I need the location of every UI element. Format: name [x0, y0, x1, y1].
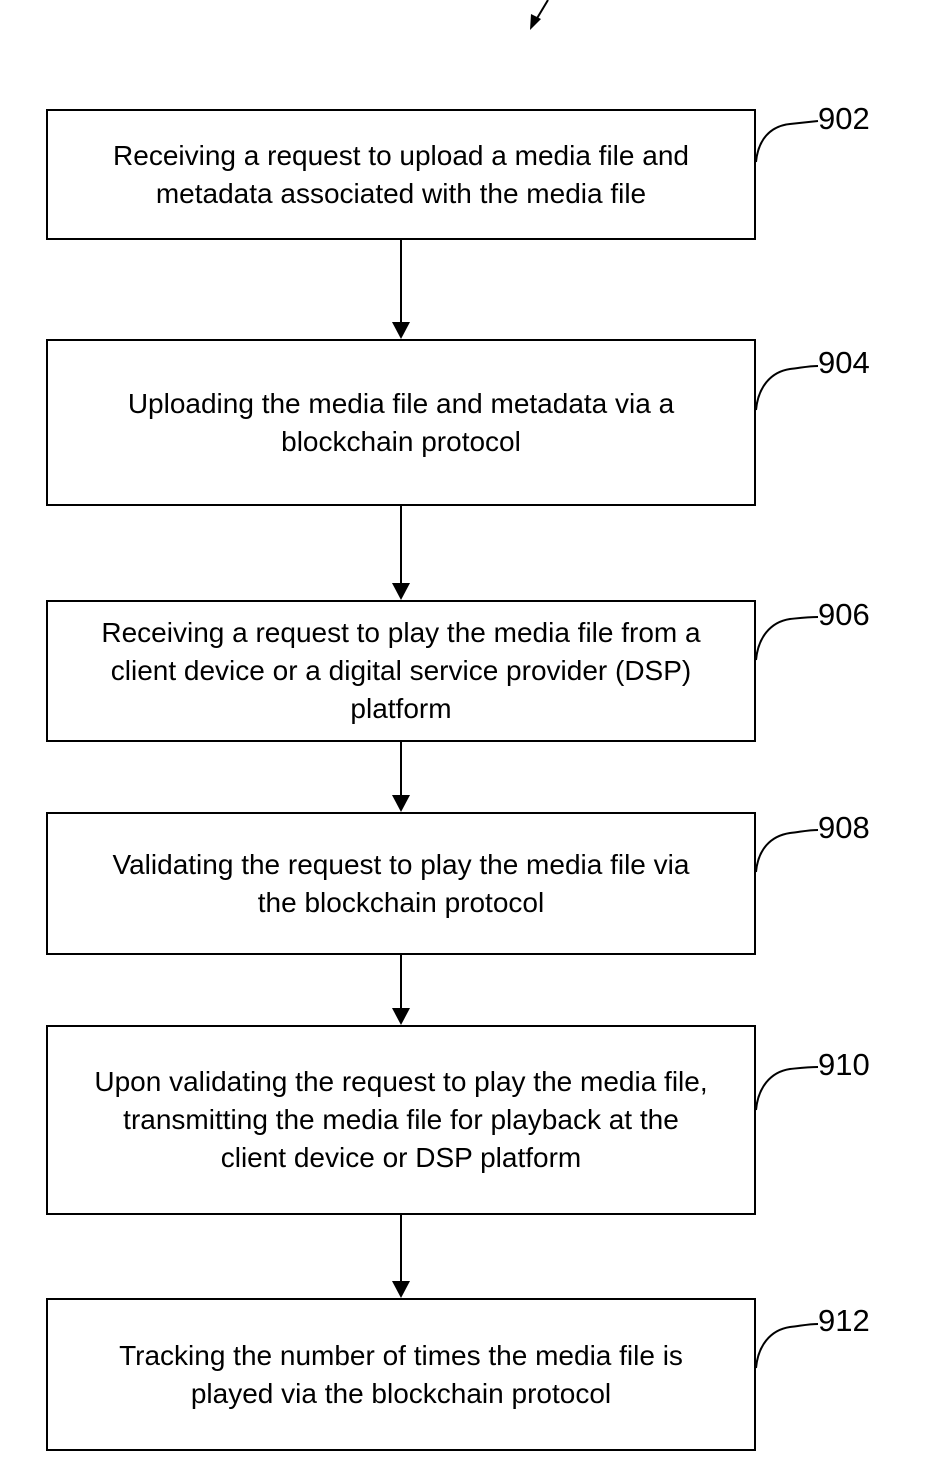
connector-arrow: [392, 742, 410, 812]
step-box-910: Upon validating the request to play the …: [46, 1025, 756, 1215]
step-text-line: the blockchain protocol: [113, 884, 690, 922]
leader-line-906: [756, 617, 818, 660]
step-text-line: Receiving a request to upload a media fi…: [113, 137, 689, 175]
step-text-line: Receiving a request to play the media fi…: [101, 614, 700, 652]
ref-number-902: 902: [818, 101, 870, 137]
leader-line-902: [756, 121, 818, 162]
step-text-line: platform: [101, 690, 700, 728]
step-text-line: metadata associated with the media file: [113, 175, 689, 213]
leader-line-910: [756, 1067, 818, 1110]
connector-arrow: [392, 240, 410, 339]
ref-number-904: 904: [818, 345, 870, 381]
step-text: Uploading the media file and metadata vi…: [118, 385, 684, 461]
step-text-line: transmitting the media file for playback…: [94, 1101, 707, 1139]
step-box-904: Uploading the media file and metadata vi…: [46, 339, 756, 506]
step-text-line: played via the blockchain protocol: [119, 1375, 683, 1413]
step-box-912: Tracking the number of times the media f…: [46, 1298, 756, 1451]
ref-number-906: 906: [818, 597, 870, 633]
ref-number-912: 912: [818, 1303, 870, 1339]
ref-number-910: 910: [818, 1047, 870, 1083]
step-box-902: Receiving a request to upload a media fi…: [46, 109, 756, 240]
step-text-line: Upon validating the request to play the …: [94, 1063, 707, 1101]
connector-arrow: [392, 506, 410, 600]
step-text-line: client device or DSP platform: [94, 1139, 707, 1177]
connector-arrow: [392, 955, 410, 1025]
leader-line-912: [756, 1324, 818, 1368]
step-text: Receiving a request to play the media fi…: [91, 614, 710, 728]
step-text-line: client device or a digital service provi…: [101, 652, 700, 690]
step-text-line: Validating the request to play the media…: [113, 846, 690, 884]
ref-number-908: 908: [818, 810, 870, 846]
leader-line-908: [756, 830, 818, 872]
connector-arrow: [392, 1215, 410, 1298]
leader-line-904: [756, 366, 818, 410]
step-text: Tracking the number of times the media f…: [109, 1337, 693, 1413]
step-text-line: blockchain protocol: [128, 423, 674, 461]
entry-arrow: [530, 0, 548, 30]
step-box-908: Validating the request to play the media…: [46, 812, 756, 955]
step-box-906: Receiving a request to play the media fi…: [46, 600, 756, 742]
step-text-line: Uploading the media file and metadata vi…: [128, 385, 674, 423]
step-text: Receiving a request to upload a media fi…: [103, 137, 699, 213]
step-text-line: Tracking the number of times the media f…: [119, 1337, 683, 1375]
step-text: Upon validating the request to play the …: [84, 1063, 717, 1177]
step-text: Validating the request to play the media…: [103, 846, 700, 922]
